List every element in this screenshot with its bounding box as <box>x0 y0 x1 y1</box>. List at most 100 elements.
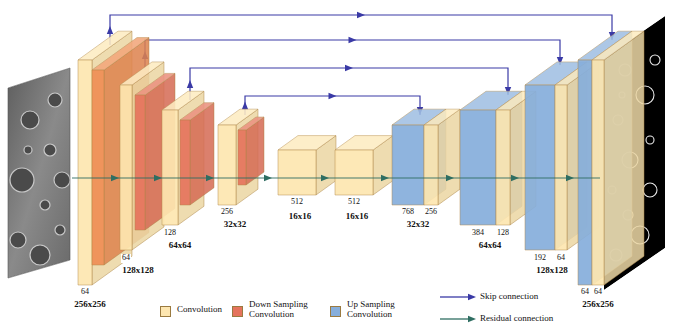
crater-ring <box>650 55 660 65</box>
block-face <box>238 117 264 130</box>
block-face <box>278 136 336 150</box>
input-image-ground <box>8 68 70 278</box>
arrowhead <box>349 37 357 43</box>
arrowhead <box>111 175 119 181</box>
block-face <box>92 70 104 265</box>
channel-count: 256 <box>424 208 438 217</box>
residual-connection <box>72 177 600 178</box>
arrowhead <box>566 175 574 181</box>
block-shade <box>592 31 644 60</box>
arrowhead <box>264 175 272 181</box>
block-shade <box>335 136 393 150</box>
block-face <box>424 109 460 125</box>
block-face <box>190 103 214 205</box>
resolution-label: 256x256 <box>73 300 107 310</box>
crater-ring <box>646 136 654 144</box>
block-face <box>525 85 555 250</box>
crater <box>10 168 34 192</box>
legend-text: Skip connection <box>480 291 538 301</box>
legend-text: Up Sampling Convolution <box>347 299 419 320</box>
feature-map-block <box>238 117 264 185</box>
crater <box>30 245 50 265</box>
crater <box>40 200 50 210</box>
channel-count: 64 <box>121 254 131 263</box>
channel-count: 256 <box>220 208 234 217</box>
block-face <box>604 31 644 285</box>
arrowhead <box>357 12 365 18</box>
legend-line-sample <box>440 296 470 297</box>
arrowhead <box>446 175 454 181</box>
arrowhead <box>468 316 476 322</box>
legend-swatch <box>232 306 243 317</box>
block-face <box>592 60 604 285</box>
channel-count: 64 <box>580 288 590 297</box>
block-face <box>555 85 567 250</box>
legend-text: Down Sampling Convolution <box>249 299 321 320</box>
block-face <box>335 136 393 150</box>
arrowhead <box>154 175 162 181</box>
crater <box>21 111 39 129</box>
arrowhead <box>242 102 248 110</box>
channel-count: 512 <box>347 198 361 207</box>
channel-count: 512 <box>290 198 304 207</box>
legend-swatch <box>160 306 171 317</box>
arrowhead <box>321 175 329 181</box>
block-shade <box>278 136 336 150</box>
crater <box>55 225 65 235</box>
resolution-label: 128x128 <box>535 266 569 276</box>
block-face <box>592 31 644 60</box>
block-face <box>392 125 424 205</box>
resolution-label: 64x64 <box>478 241 503 251</box>
crater-ring <box>643 183 657 197</box>
channel-count: 64 <box>593 288 603 297</box>
skip-connection <box>245 96 420 115</box>
arrowhead <box>468 294 476 300</box>
block-face <box>135 73 175 95</box>
resolution-label: 32x32 <box>406 220 431 230</box>
legend-text: Residual connection <box>480 313 553 323</box>
feature-map-block <box>278 136 336 195</box>
block-face <box>92 38 149 70</box>
crater <box>54 172 70 188</box>
block-face <box>78 60 92 285</box>
input-image-border <box>8 68 70 278</box>
channel-count: 128 <box>496 229 510 238</box>
crater <box>10 232 26 248</box>
arrowhead <box>381 175 389 181</box>
output-image-ground <box>604 16 665 290</box>
resolution-label: 256x256 <box>581 300 615 310</box>
skip-connection <box>145 40 560 70</box>
block-face <box>120 85 132 250</box>
crater <box>48 93 62 107</box>
block-shade <box>604 31 644 285</box>
resolution-label: 128x128 <box>121 266 155 276</box>
channel-count: 128 <box>163 229 177 238</box>
skip-connection <box>190 68 508 100</box>
arrowhead <box>206 175 214 181</box>
block-shade <box>238 117 264 130</box>
arrowhead <box>187 80 193 88</box>
block-face <box>496 110 510 225</box>
channel-count: 64 <box>556 254 566 263</box>
channel-count: 192 <box>533 254 547 263</box>
legend-line-sample <box>440 318 470 319</box>
block-face <box>578 60 592 285</box>
arrowhead <box>329 93 337 99</box>
block-face <box>162 110 178 225</box>
block-face <box>278 150 316 195</box>
block-shade <box>424 109 460 125</box>
block-face <box>218 125 236 205</box>
block-shade <box>438 109 460 205</box>
block-shade <box>135 73 175 95</box>
block-face <box>180 120 190 205</box>
block-shade <box>190 103 214 205</box>
legend-text: Convolution <box>177 304 222 314</box>
block-face <box>424 125 438 205</box>
crater <box>44 144 56 156</box>
feature-map-block <box>424 109 460 205</box>
arrowhead <box>107 26 113 34</box>
input-image <box>8 68 70 278</box>
block-face <box>135 95 145 230</box>
